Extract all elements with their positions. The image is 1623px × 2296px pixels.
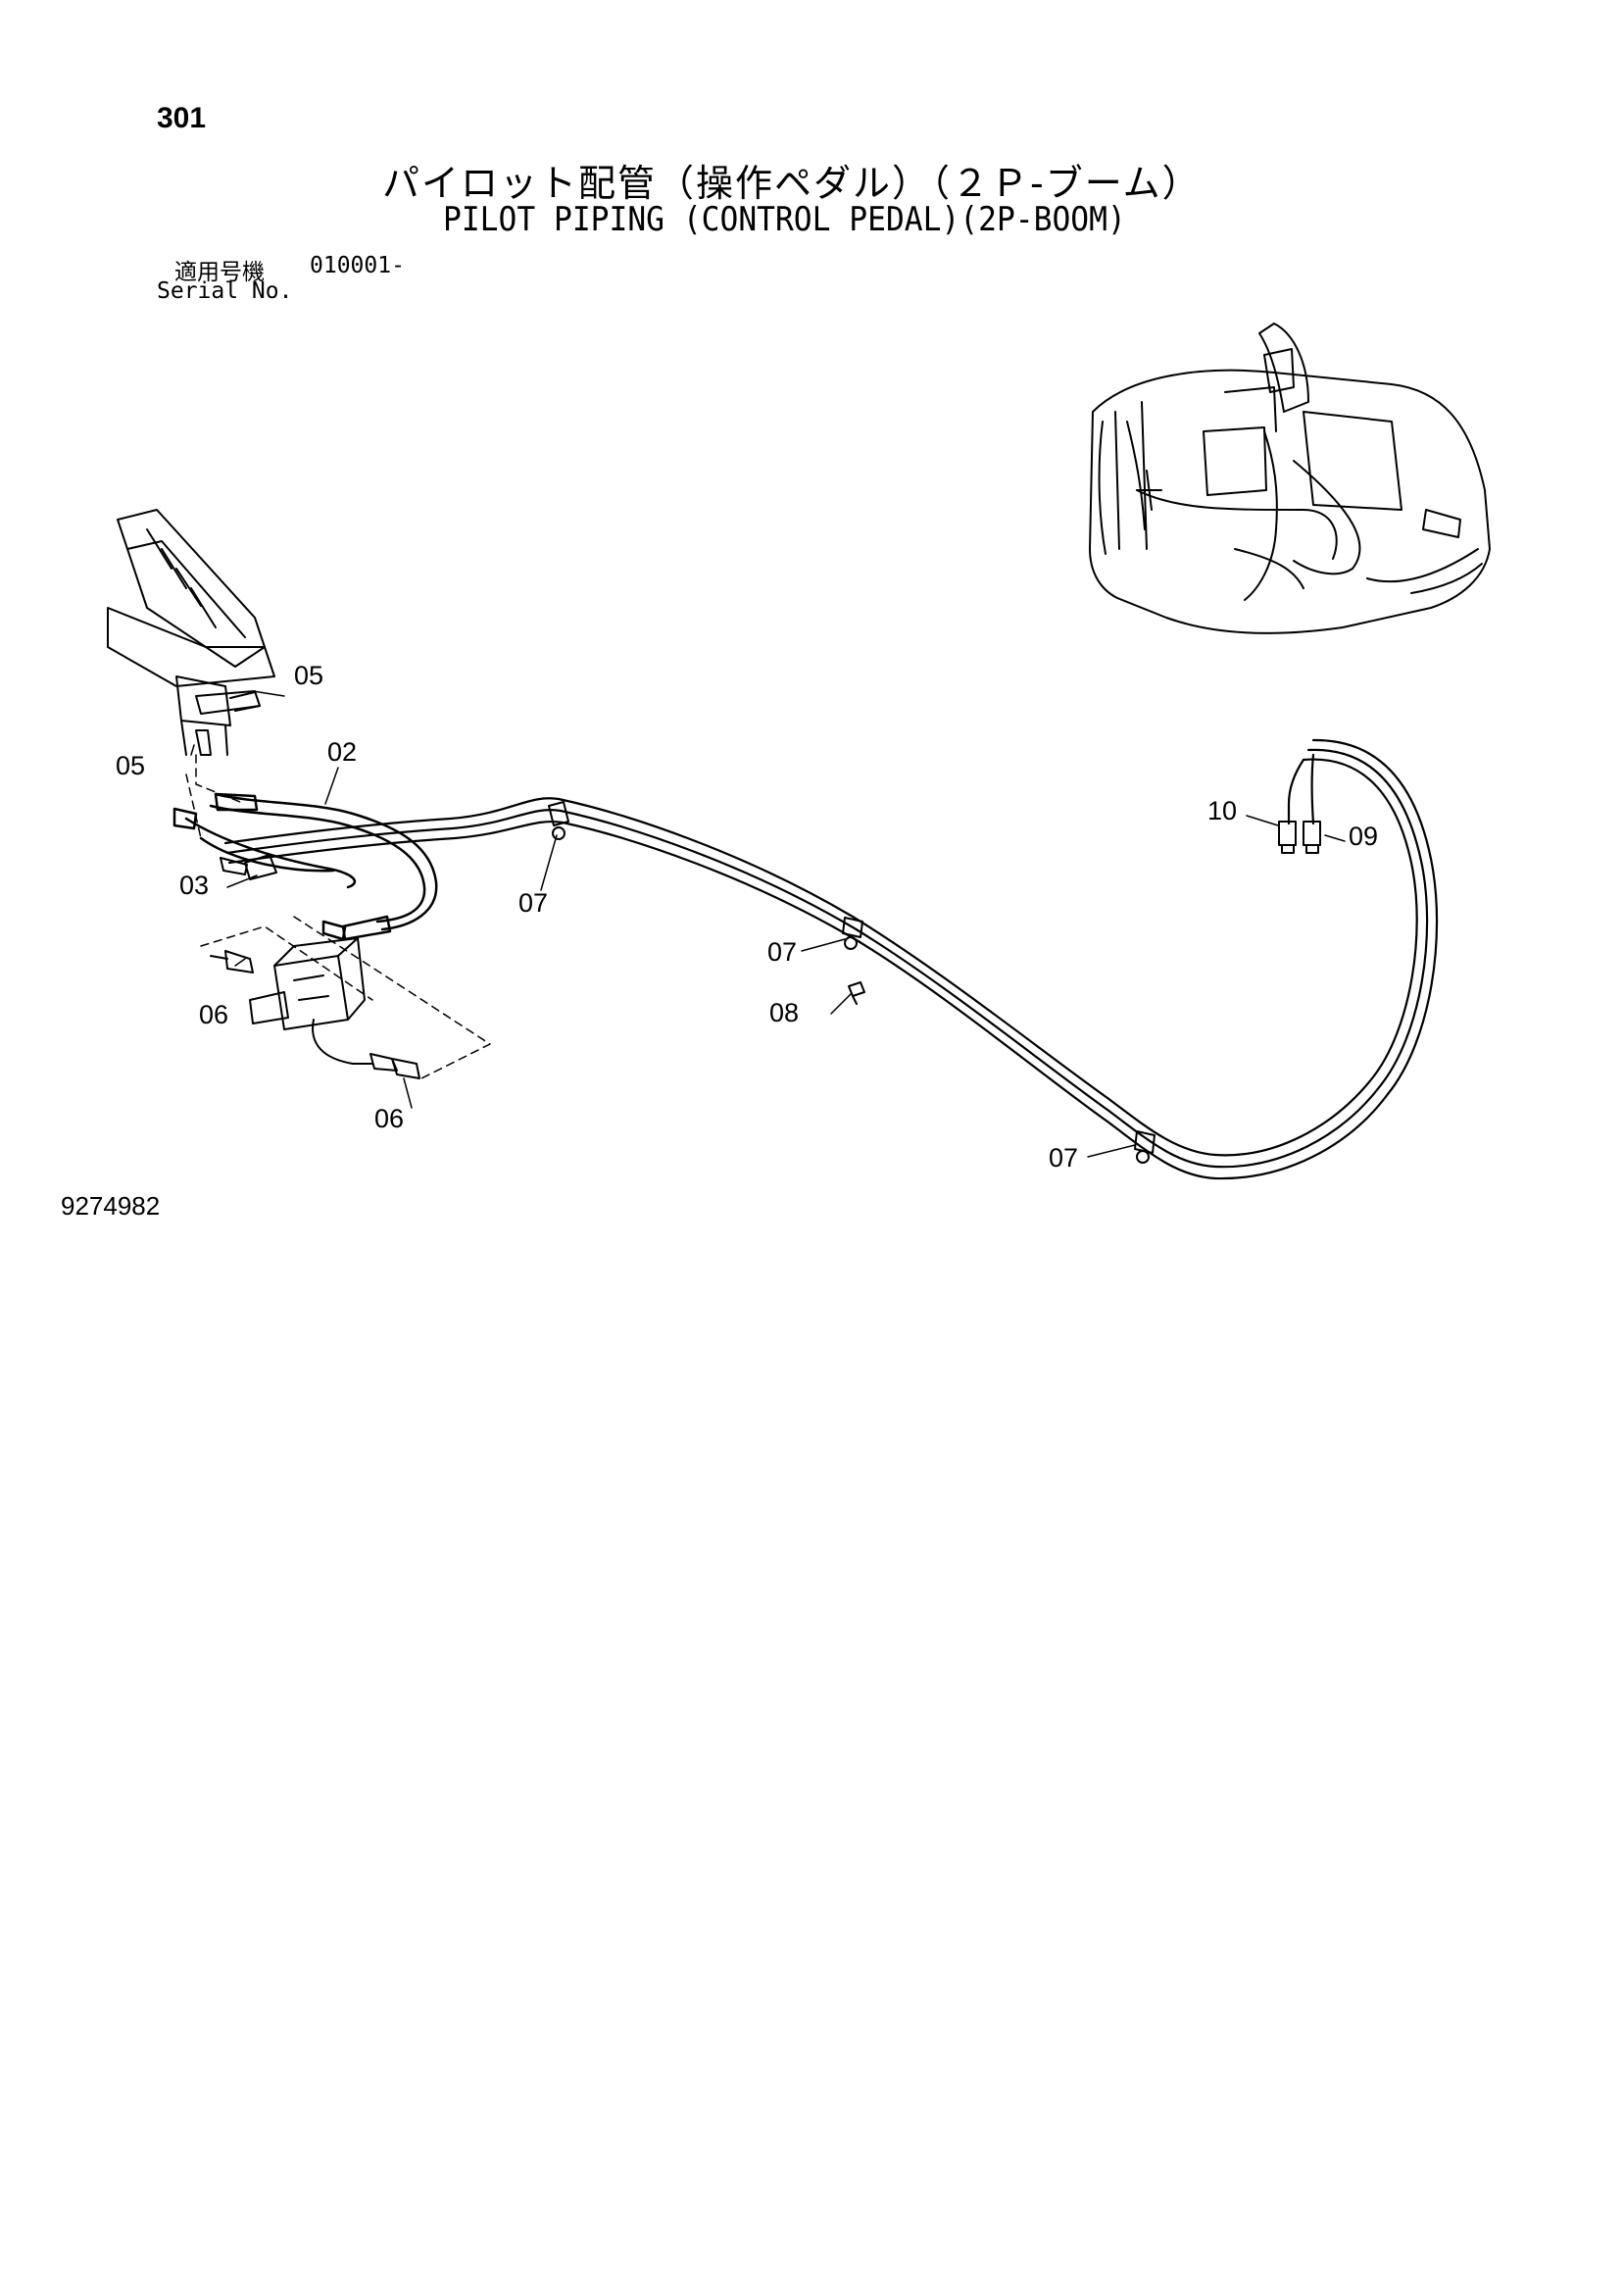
- callout-07-second: 07: [767, 937, 797, 967]
- fitting-03-illustration: [220, 854, 277, 880]
- callout-07-first: 07: [518, 888, 548, 918]
- control-pedal-illustration: [107, 509, 275, 756]
- document-number: 9274982: [61, 1191, 161, 1221]
- page-number: 301: [157, 102, 207, 134]
- callout-06-right: 06: [374, 1104, 404, 1133]
- callout-05-upper: 05: [294, 661, 323, 690]
- hose-02-illustration: [172, 792, 438, 941]
- excavator-overview-illustration: [1089, 323, 1491, 634]
- bolt-08-illustration: [848, 981, 865, 1005]
- callout-06-left: 06: [199, 1000, 228, 1029]
- callout-10: 10: [1207, 796, 1237, 825]
- callout-09: 09: [1349, 822, 1378, 851]
- serial-code: 010001-: [310, 253, 405, 278]
- callout-07-third: 07: [1049, 1143, 1078, 1173]
- serial-label-en: Serial No.: [157, 278, 293, 304]
- callout-05-lower: 05: [116, 751, 145, 780]
- callout-03: 03: [179, 871, 209, 900]
- clamp-07-illustration: [548, 801, 1156, 1164]
- valve-block-illustration: [210, 937, 420, 1079]
- connector-09-10-illustration: [1278, 821, 1321, 854]
- page-title-jp: パイロット配管（操作ペダル）（２Ｐ-ブーム）: [382, 162, 1202, 205]
- dashed-guide-lines: [185, 754, 491, 1079]
- serial-label-jp: 適用号機: [174, 260, 265, 285]
- page-title-en: PILOT PIPING (CONTROL PEDAL)(2P-BOOM): [443, 200, 1126, 239]
- callout-02: 02: [327, 737, 357, 767]
- callout-08: 08: [769, 998, 799, 1027]
- pilot-hose-bundle: [223, 738, 1439, 1180]
- callout-leaders: [190, 690, 1346, 1158]
